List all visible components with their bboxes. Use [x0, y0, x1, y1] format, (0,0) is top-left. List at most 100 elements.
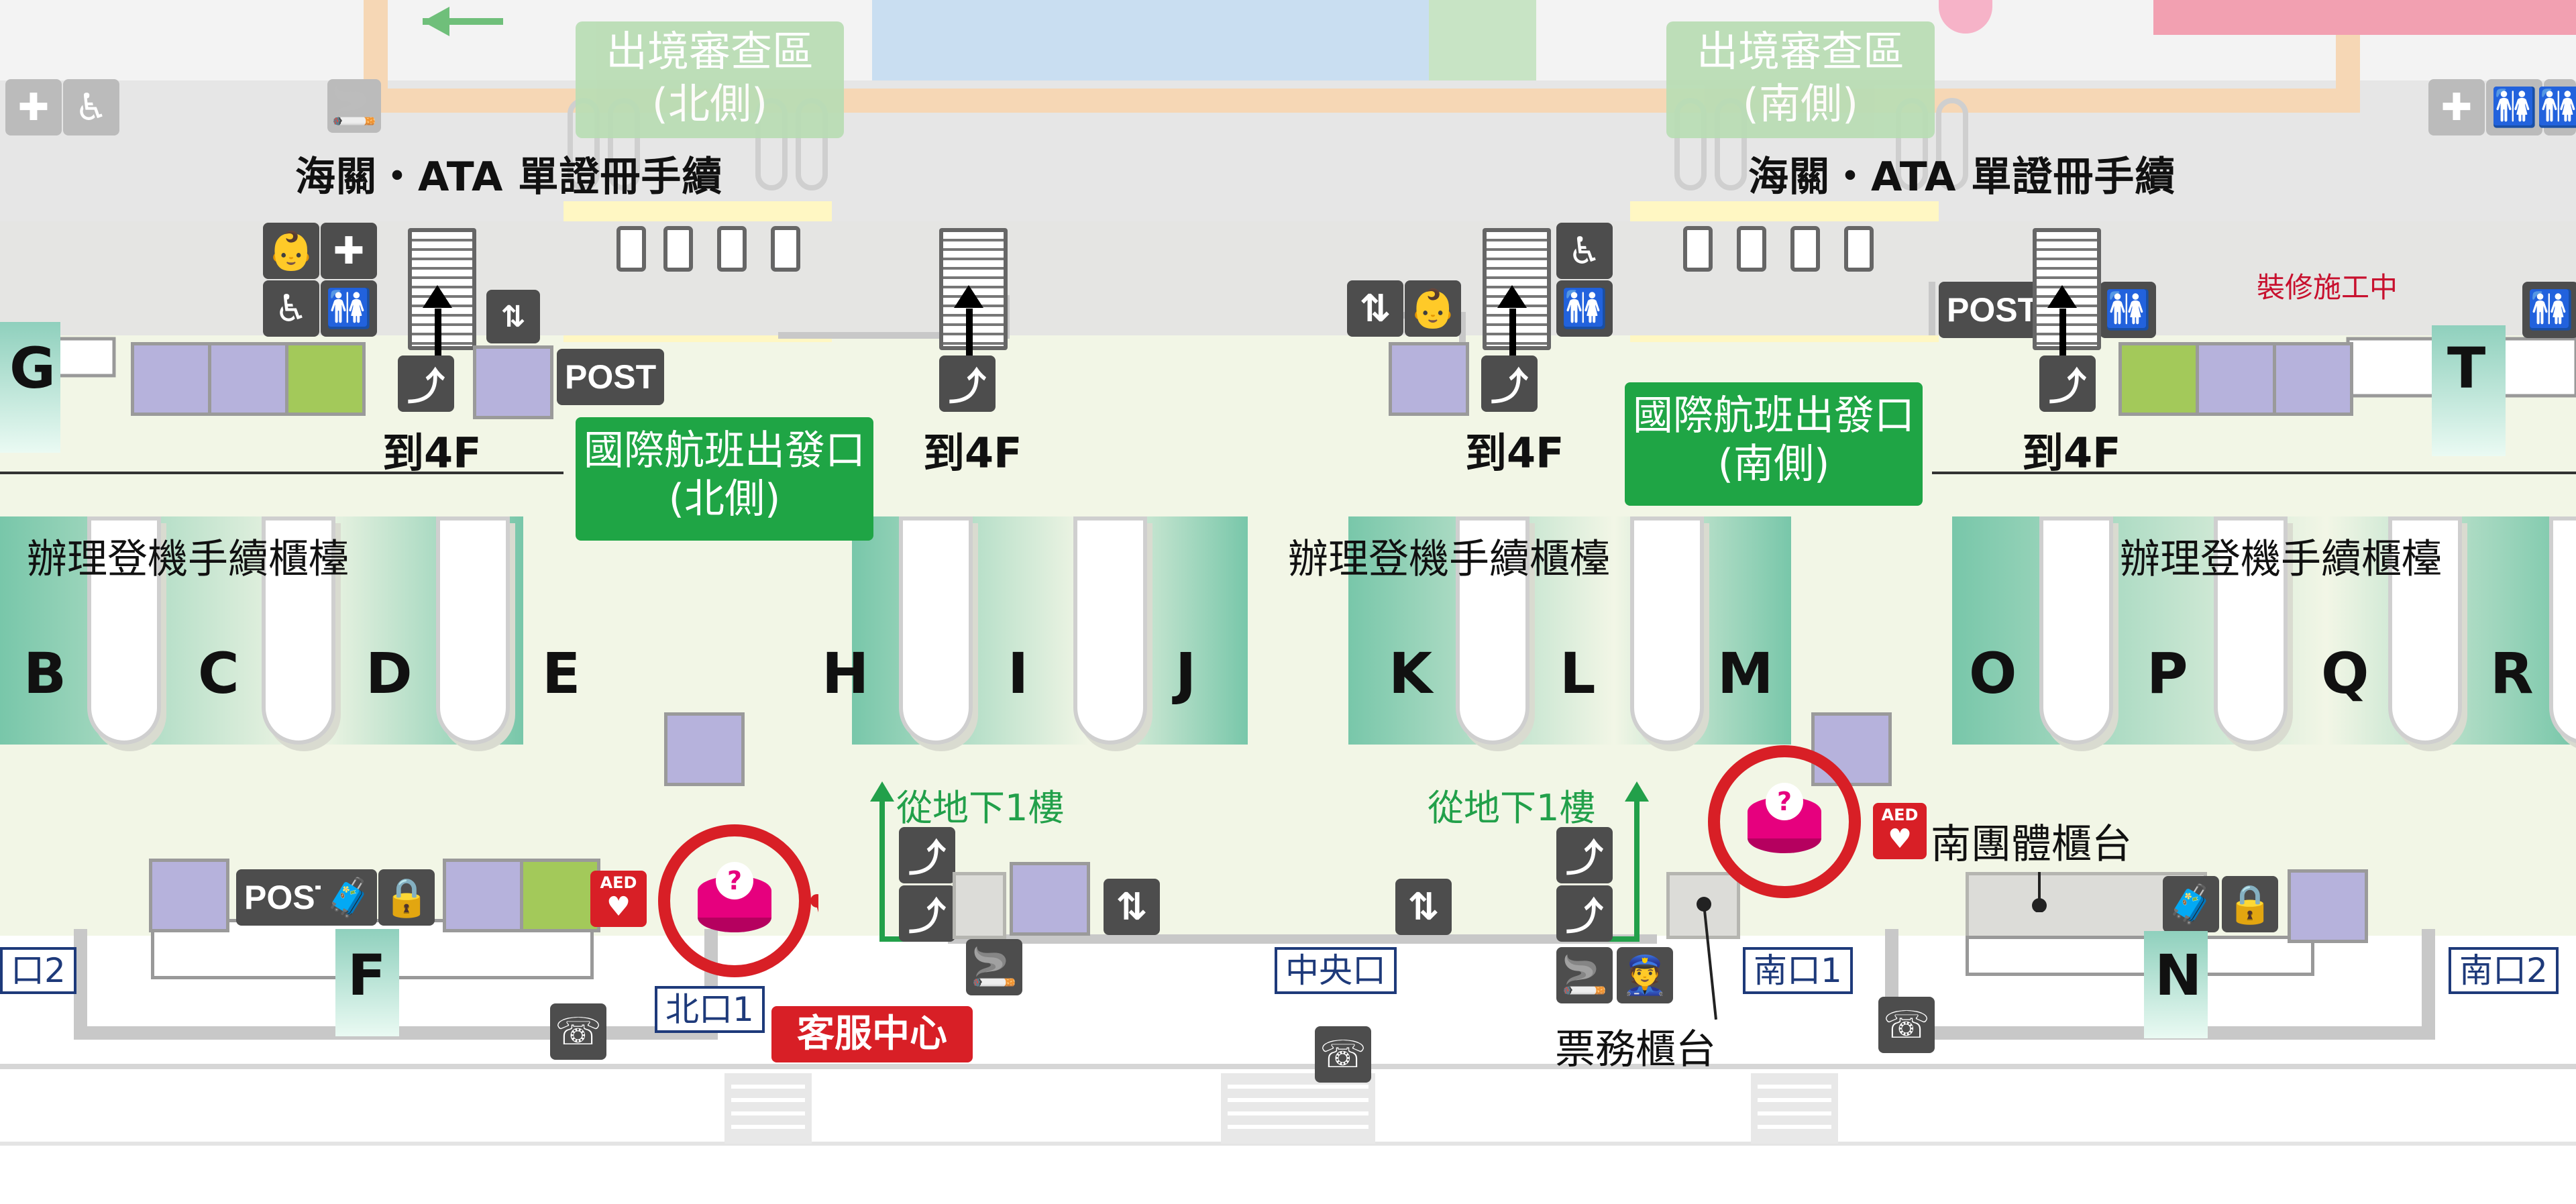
counter-island: [262, 516, 335, 745]
kiosk: [443, 859, 523, 932]
restroom-icon: 🚻: [2486, 79, 2542, 135]
counter-letter-n: N: [2155, 942, 2202, 1008]
up-arrow: [954, 285, 983, 308]
counter-letter-i: I: [1008, 641, 1029, 706]
counter-letter-r: R: [2490, 641, 2534, 706]
elevator-icon: ⇅: [1347, 280, 1403, 337]
counter-letter-p: P: [2147, 641, 2188, 706]
exit-central: 中央口: [1275, 947, 1397, 994]
baby-care-icon: 👶: [1405, 280, 1461, 337]
elevator-icon: ⇅: [1104, 879, 1160, 935]
ticket-counter-label: 票務櫃台: [1555, 1026, 1716, 1073]
exit-south-1: 南口1: [1743, 947, 1853, 994]
up-arrow: [2047, 285, 2077, 308]
exit-north-1: 北口1: [655, 986, 765, 1033]
escalator-icon: ⤴: [2039, 355, 2096, 412]
counter-letter-l: L: [1560, 641, 1596, 706]
wheelchair-icon: ♿: [1556, 223, 1613, 279]
phone-info-icon: ☏: [1878, 997, 1935, 1053]
restroom-icon: 🚻: [1556, 280, 1613, 337]
up-arrow-green: [870, 781, 894, 802]
counter-island: [2549, 516, 2576, 745]
counter-n-marker: [2144, 931, 2208, 1038]
customs-label-north: 海關・ATA 單證冊手續: [295, 154, 723, 201]
baggage-wrap-icon: 🧳: [321, 869, 377, 926]
baby-care-icon: 👶: [263, 223, 319, 279]
exit-south-2-partial: 口2: [0, 947, 76, 994]
counter-island: [2039, 516, 2113, 745]
counter-t-marker: [2432, 325, 2506, 456]
departure-gate-south-sign: 國際航班出發口 (南側): [1625, 382, 1923, 506]
kiosk: [1010, 862, 1090, 936]
kiosk: [2118, 342, 2199, 416]
kiosk: [131, 342, 211, 416]
kiosk: [2288, 869, 2368, 943]
escalator-icon: ⤴: [939, 355, 996, 412]
counter-f-marker: [335, 929, 399, 1036]
escalator-icon: ⤴: [899, 885, 955, 942]
svg-text:?: ?: [727, 866, 742, 895]
aed-icon: AED ♥: [590, 871, 647, 927]
counter-island: [436, 516, 510, 745]
escalator-icon: ⤴: [899, 827, 955, 883]
escalator-icon: ⤴: [1481, 355, 1538, 412]
renovation-notice: 裝修施工中: [2257, 271, 2398, 304]
elevator-icon: ⇅: [1395, 879, 1452, 935]
kiosk: [664, 712, 745, 786]
aed-icon: AED ♥: [1873, 803, 1927, 859]
to-4f-label: 到4F: [923, 429, 1022, 478]
smoking-area-icon: 🚬: [327, 79, 381, 133]
kiosk: [520, 859, 600, 932]
counter-island: [899, 516, 973, 745]
counter-island: [1073, 516, 1147, 745]
counter-letter-o: O: [1969, 641, 2017, 706]
coin-locker-icon: 🔒: [378, 869, 435, 926]
escalator-icon: ⤴: [1556, 827, 1613, 883]
phone-info-icon: ☏: [1315, 1026, 1371, 1083]
restroom-icon: 🚻: [2522, 282, 2576, 338]
wheelchair-icon: ♿: [263, 280, 319, 337]
to-4f-label: 到4F: [2022, 429, 2121, 478]
coin-locker-icon: 🔒: [2222, 876, 2278, 932]
to-4f-label: 到4F: [1465, 429, 1564, 478]
smoking-area-icon: 🚬: [966, 939, 1022, 995]
from-b1-label-south: 從地下1樓: [1428, 787, 1596, 829]
baggage-wrap-icon: 🧳: [2163, 876, 2219, 932]
svg-text:?: ?: [1777, 787, 1792, 816]
counter-island: [2388, 516, 2462, 745]
restroom-icon: 🚻: [321, 280, 377, 337]
counter-g-marker: [0, 322, 60, 453]
counter-letter-j: J: [1175, 641, 1197, 706]
counter-island: [1630, 516, 1704, 745]
counter-letter-k: K: [1389, 641, 1433, 706]
counter-letter-t: T: [2447, 335, 2486, 401]
kiosk: [149, 859, 229, 932]
post-icon: POST: [1939, 282, 2047, 338]
kiosk: [473, 345, 553, 419]
escalator-icon: ⤴: [398, 355, 454, 412]
up-arrow: [1497, 285, 1527, 308]
counter-letter-b: B: [23, 641, 67, 706]
kiosk: [2273, 342, 2353, 416]
immigration-south-sign: 出境審查區 (南側): [1666, 21, 1935, 138]
first-aid-icon: ✚: [2428, 79, 2485, 135]
counter-island: [2214, 516, 2288, 745]
escalator-icon: ⤴: [1556, 885, 1613, 942]
kiosk: [208, 342, 288, 416]
exit-south-2: 南口2: [2449, 947, 2559, 994]
check-in-label-east: 辦理登機手續櫃檯: [2120, 536, 2442, 583]
customer-service-label: 客服中心: [771, 1006, 973, 1062]
counter-letter-g: G: [9, 335, 56, 401]
up-arrow: [423, 285, 452, 308]
counter-letter-q: Q: [2321, 641, 2369, 706]
first-aid-icon: ✚: [321, 223, 377, 279]
post-icon: POST: [557, 349, 665, 405]
escalator-north-1: [408, 228, 476, 350]
counter-letter-e: E: [542, 641, 581, 706]
counter-island: [87, 516, 161, 745]
south-group-counter-label: 南團體櫃台: [1931, 821, 2132, 868]
customer-service-marker: ?: [658, 824, 818, 977]
counter-letter-f: F: [347, 942, 386, 1008]
check-in-label-west: 辦理登機手續櫃檯: [27, 536, 349, 583]
